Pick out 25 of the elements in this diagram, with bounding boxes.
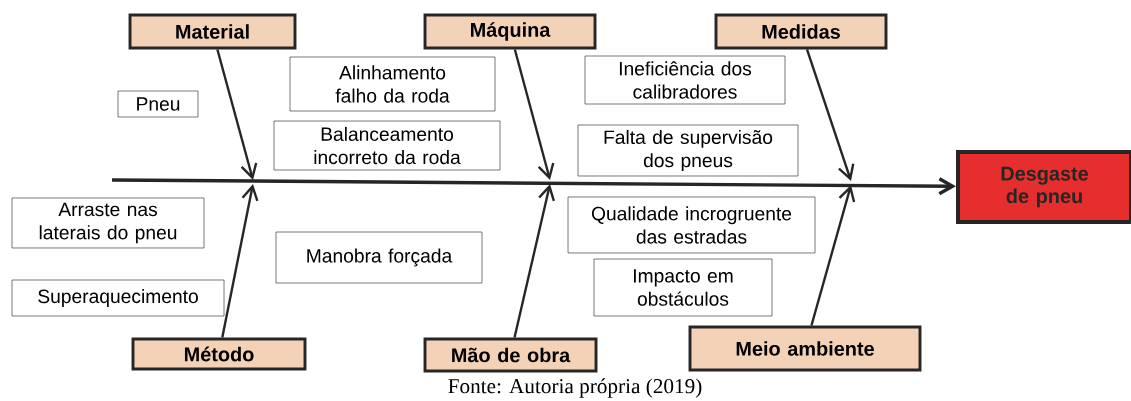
cause-box: Manobra forçada (275, 231, 483, 284)
spine-arrow (112, 177, 956, 196)
cause-box: Balanceamento incorreto da roda (273, 120, 501, 171)
cause-box: Impacto em obstáculos (593, 258, 773, 317)
category-box: Mão de obra (423, 337, 598, 373)
cause-box: Superaquecimento (11, 279, 225, 317)
cause-box: Falta de supervisão dos pneus (577, 124, 799, 177)
cause-box: Ineficiência dos calibradores (584, 55, 786, 105)
arrow (513, 184, 555, 338)
cause-box: Alinhamento falho da roda (289, 56, 496, 112)
cause-box: Arraste nas laterais do pneu (11, 197, 205, 249)
arrow (216, 49, 258, 180)
caption: Fonte: Autoria própria (2019) (448, 378, 702, 398)
category-box: Meio ambiente (688, 325, 922, 372)
category-box: Método (131, 337, 307, 371)
category-box: Máquina (423, 13, 597, 50)
cause-box: Pneu (117, 90, 199, 118)
effect-box: Desgaste de pneu (956, 150, 1131, 224)
category-box: Material (128, 13, 297, 50)
arrow (513, 49, 555, 180)
arrow (221, 184, 259, 338)
category-box: Medidas (714, 13, 888, 50)
arrow (810, 185, 856, 326)
cause-box: Qualidade incrogruente das estradas (567, 196, 816, 254)
arrow (805, 49, 855, 181)
